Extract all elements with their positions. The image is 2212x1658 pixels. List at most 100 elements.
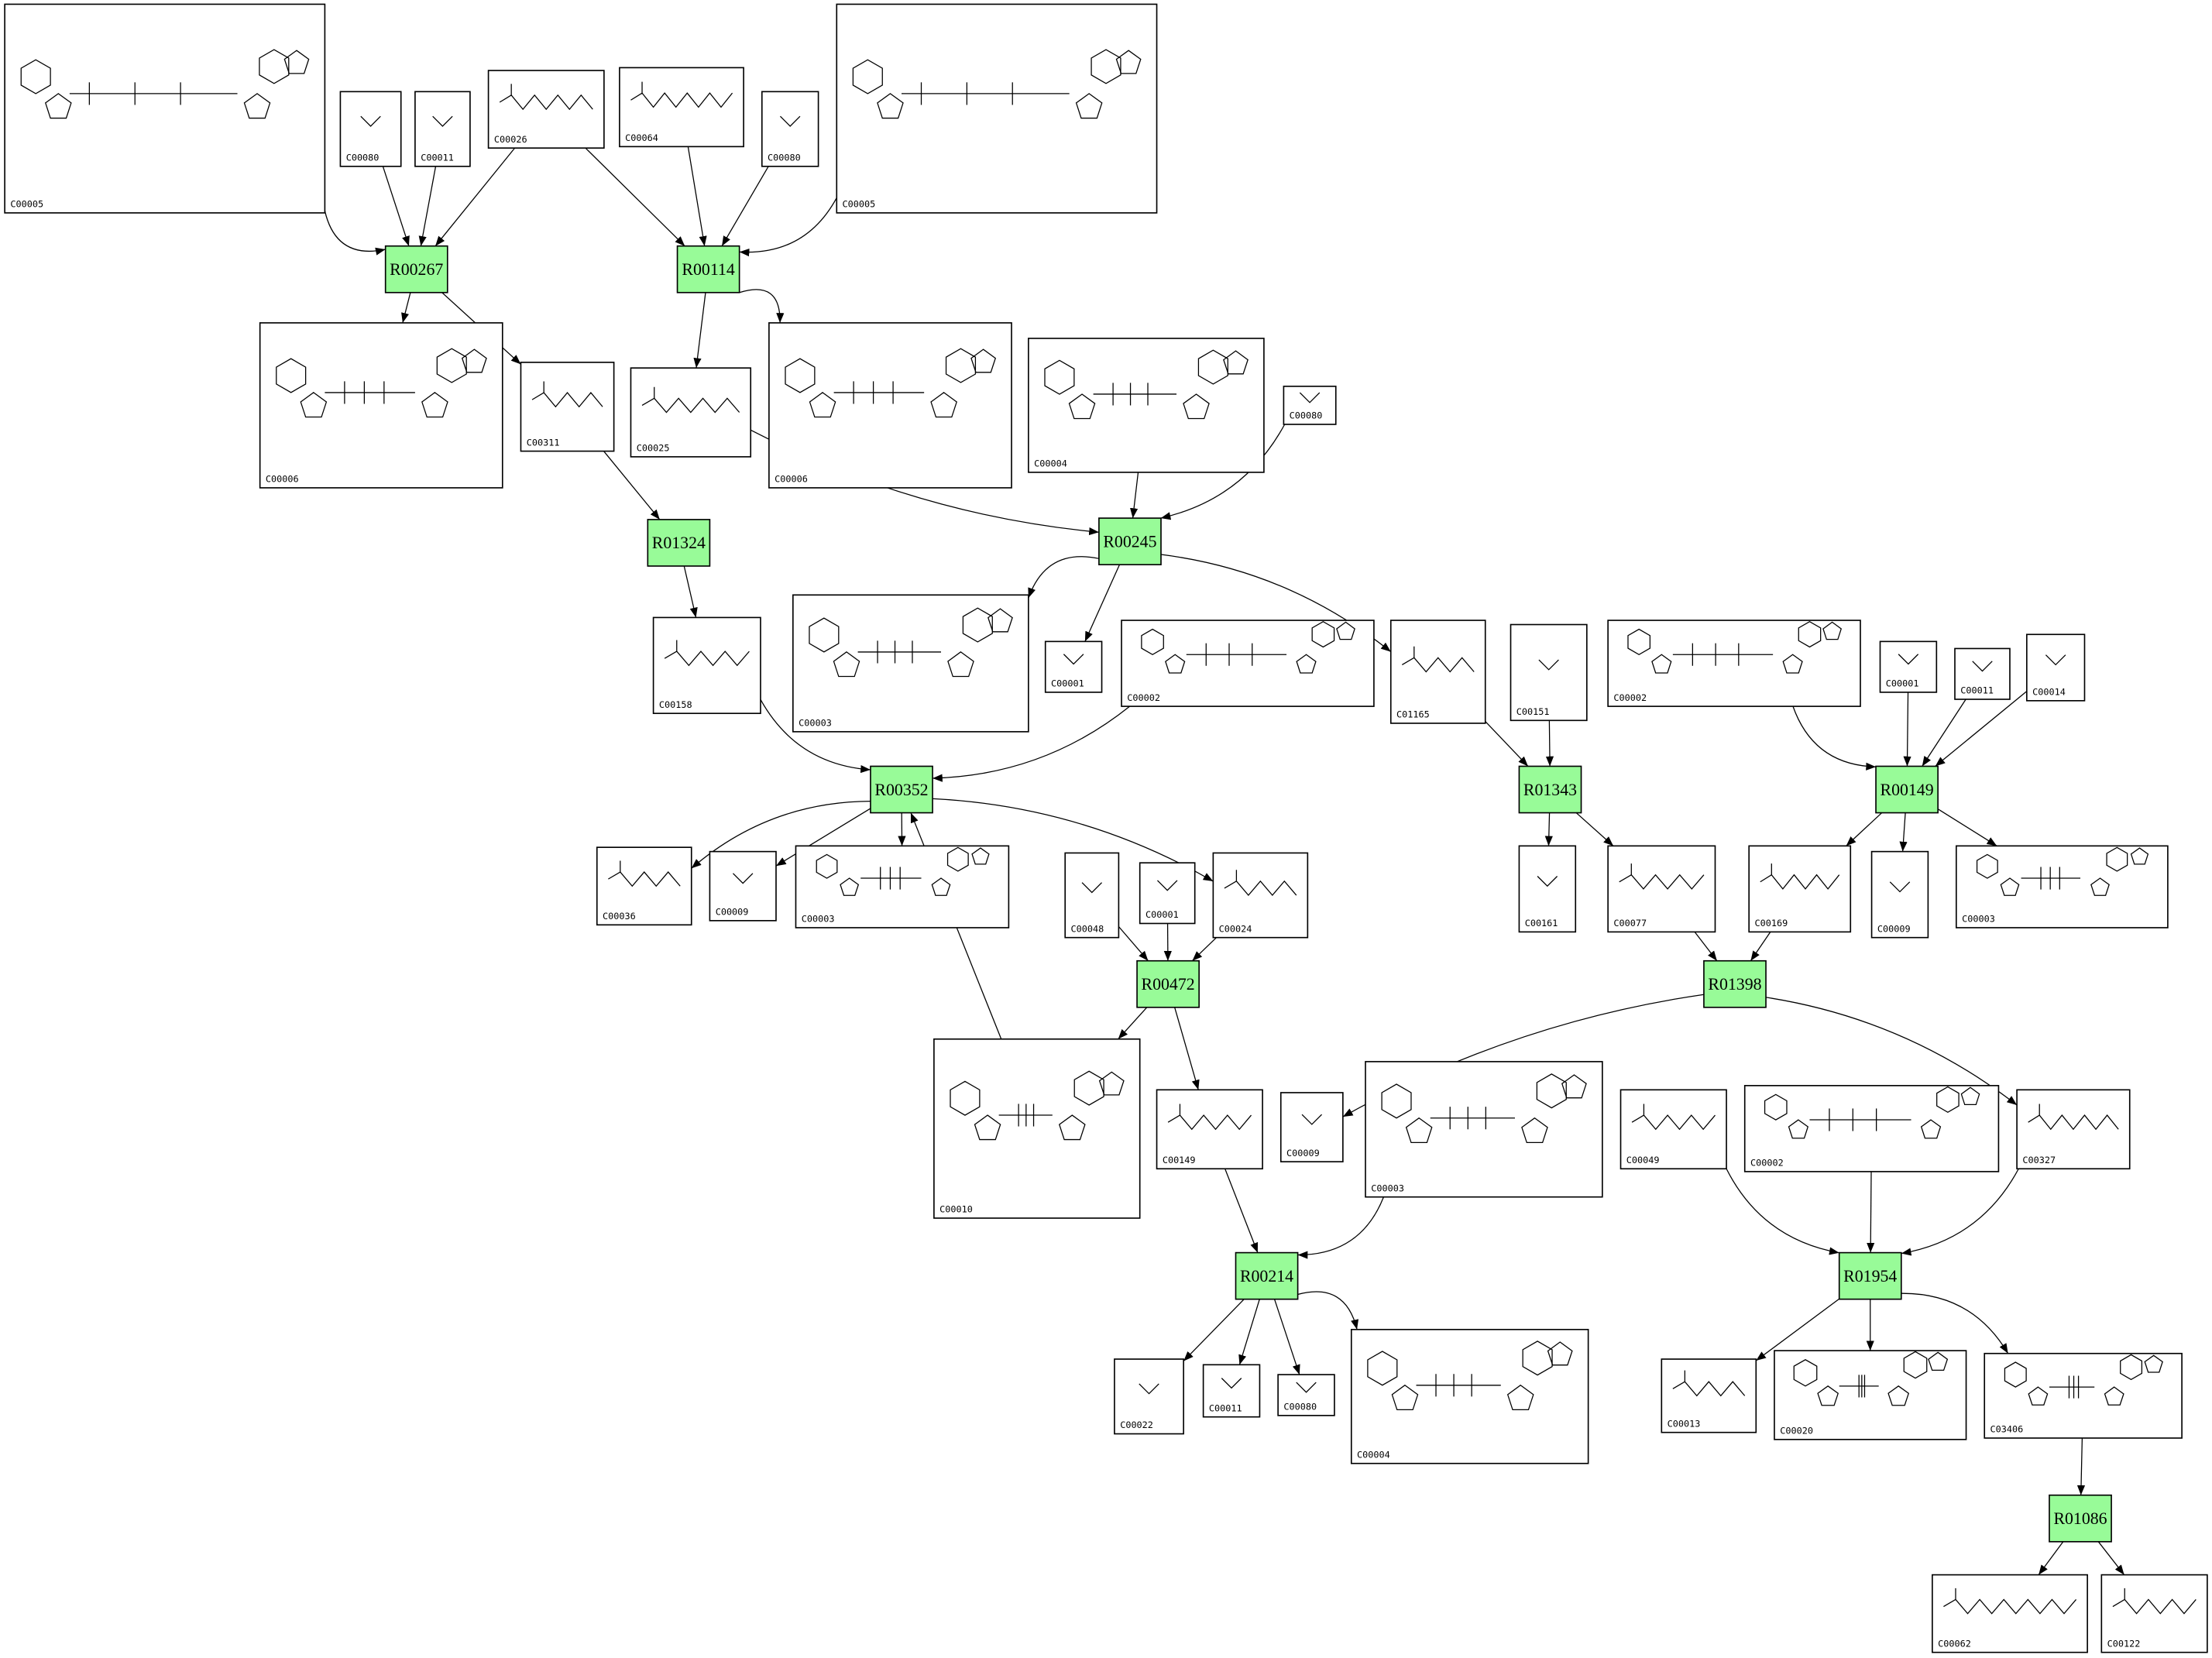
compound-box[interactable] [1156, 1089, 1263, 1170]
compound-box[interactable] [933, 1038, 1141, 1219]
reaction-box[interactable] [384, 245, 448, 293]
compound-box[interactable] [652, 616, 761, 715]
compound-node[interactable]: C00062 [1932, 1574, 2088, 1653]
compound-node[interactable]: C00002 [1121, 620, 1375, 707]
compound-box[interactable] [1870, 850, 1929, 939]
compound-box[interactable] [1879, 640, 1938, 693]
compound-box[interactable] [1389, 620, 1486, 724]
compound-box[interactable] [709, 850, 777, 922]
compound-box[interactable] [1283, 386, 1337, 425]
reaction-box[interactable] [1703, 959, 1767, 1008]
reaction-node[interactable]: R00114 [676, 245, 740, 293]
compound-node[interactable]: C00004 [1350, 1328, 1589, 1464]
reaction-box[interactable] [870, 765, 933, 814]
reaction-box[interactable] [2049, 1494, 2112, 1543]
compound-box[interactable] [761, 91, 819, 167]
compound-box[interactable] [4, 3, 326, 214]
compound-node[interactable]: C00080 [1283, 386, 1337, 425]
compound-box[interactable] [1510, 623, 1588, 722]
reaction-node[interactable]: R01343 [1518, 765, 1582, 814]
compound-box[interactable] [1114, 1358, 1184, 1435]
compound-box[interactable] [1212, 852, 1309, 939]
reaction-box[interactable] [1875, 765, 1939, 814]
compound-node[interactable]: C00049 [1620, 1089, 1727, 1170]
compound-node[interactable]: C00009 [709, 850, 777, 922]
compound-node[interactable]: C00158 [652, 616, 761, 715]
compound-box[interactable] [1661, 1358, 1757, 1433]
reaction-node[interactable]: R00267 [384, 245, 448, 293]
reaction-box[interactable] [1838, 1251, 1902, 1300]
compound-box[interactable] [619, 67, 744, 148]
compound-node[interactable]: C00036 [596, 846, 692, 926]
compound-node[interactable]: C00080 [761, 91, 819, 167]
compound-node[interactable]: C00001 [1879, 640, 1938, 693]
compound-node[interactable]: C00011 [1202, 1364, 1261, 1418]
reaction-node[interactable]: R00245 [1098, 517, 1162, 565]
reaction-box[interactable] [1136, 959, 1200, 1008]
compound-node[interactable]: C00003 [1365, 1061, 1603, 1198]
compound-box[interactable] [259, 322, 503, 489]
compound-node[interactable]: C00151 [1510, 623, 1588, 722]
compound-node[interactable]: C00004 [1028, 338, 1265, 473]
reaction-box[interactable] [676, 245, 740, 293]
compound-box[interactable] [1607, 845, 1716, 933]
reaction-node[interactable]: R00214 [1235, 1251, 1299, 1300]
compound-node[interactable]: C00014 [2026, 633, 2086, 702]
compound-node[interactable]: C00006 [259, 322, 503, 489]
compound-box[interactable] [836, 3, 1158, 214]
compound-box[interactable] [1748, 845, 1852, 933]
compound-node[interactable]: C00025 [630, 367, 752, 458]
compound-box[interactable] [520, 362, 615, 452]
compound-node[interactable]: C00010 [933, 1038, 1141, 1219]
compound-box[interactable] [1607, 620, 1861, 707]
compound-node[interactable]: C00020 [1774, 1350, 1967, 1440]
compound-node[interactable]: C01165 [1389, 620, 1486, 724]
compound-node[interactable]: C00001 [1044, 640, 1103, 693]
compound-node[interactable]: C00026 [487, 70, 605, 149]
compound-box[interactable] [1044, 640, 1103, 693]
compound-node[interactable]: C00003 [1955, 845, 2169, 929]
compound-node[interactable]: C00011 [1954, 647, 2011, 700]
compound-node[interactable]: C00080 [1277, 1374, 1335, 1416]
compound-box[interactable] [1277, 1374, 1335, 1416]
reaction-box[interactable] [1518, 765, 1582, 814]
compound-box[interactable] [2026, 633, 2086, 702]
compound-box[interactable] [1121, 620, 1375, 707]
compound-box[interactable] [1954, 647, 2011, 700]
compound-node[interactable]: C00009 [1279, 1092, 1344, 1162]
compound-node[interactable]: C00002 [1743, 1085, 2000, 1172]
compound-box[interactable] [1743, 1085, 2000, 1172]
compound-box[interactable] [1518, 845, 1577, 933]
compound-node[interactable]: C00064 [619, 67, 744, 148]
reaction-box[interactable] [1098, 517, 1162, 565]
compound-node[interactable]: C00169 [1748, 845, 1852, 933]
compound-node[interactable]: C00005 [836, 3, 1158, 214]
compound-node[interactable]: C00327 [2016, 1089, 2131, 1170]
compound-box[interactable] [1365, 1061, 1603, 1198]
reaction-box[interactable] [1235, 1251, 1299, 1300]
compound-box[interactable] [768, 322, 1012, 489]
compound-node[interactable]: C00311 [520, 362, 615, 452]
compound-node[interactable]: C00013 [1661, 1358, 1757, 1433]
compound-node[interactable]: C00024 [1212, 852, 1309, 939]
compound-box[interactable] [795, 845, 1010, 929]
compound-box[interactable] [1064, 852, 1120, 939]
compound-node[interactable]: C00003 [795, 845, 1010, 929]
compound-box[interactable] [596, 846, 692, 926]
compound-box[interactable] [1202, 1364, 1261, 1418]
compound-box[interactable] [1620, 1089, 1727, 1170]
compound-node[interactable]: C00009 [1870, 850, 1929, 939]
reaction-node[interactable]: R01398 [1703, 959, 1767, 1008]
compound-box[interactable] [1028, 338, 1265, 473]
reaction-node[interactable]: R01086 [2049, 1494, 2112, 1543]
compound-box[interactable] [2100, 1574, 2208, 1653]
reaction-node[interactable]: R01324 [647, 519, 711, 567]
compound-node[interactable]: C00022 [1114, 1358, 1184, 1435]
reaction-node[interactable]: R01954 [1838, 1251, 1902, 1300]
compound-box[interactable] [1350, 1328, 1589, 1464]
compound-node[interactable]: C00077 [1607, 845, 1716, 933]
compound-node[interactable]: C00002 [1607, 620, 1861, 707]
compound-node[interactable]: C03406 [1984, 1352, 2183, 1439]
compound-box[interactable] [1984, 1352, 2183, 1439]
compound-node[interactable]: C00161 [1518, 845, 1577, 933]
